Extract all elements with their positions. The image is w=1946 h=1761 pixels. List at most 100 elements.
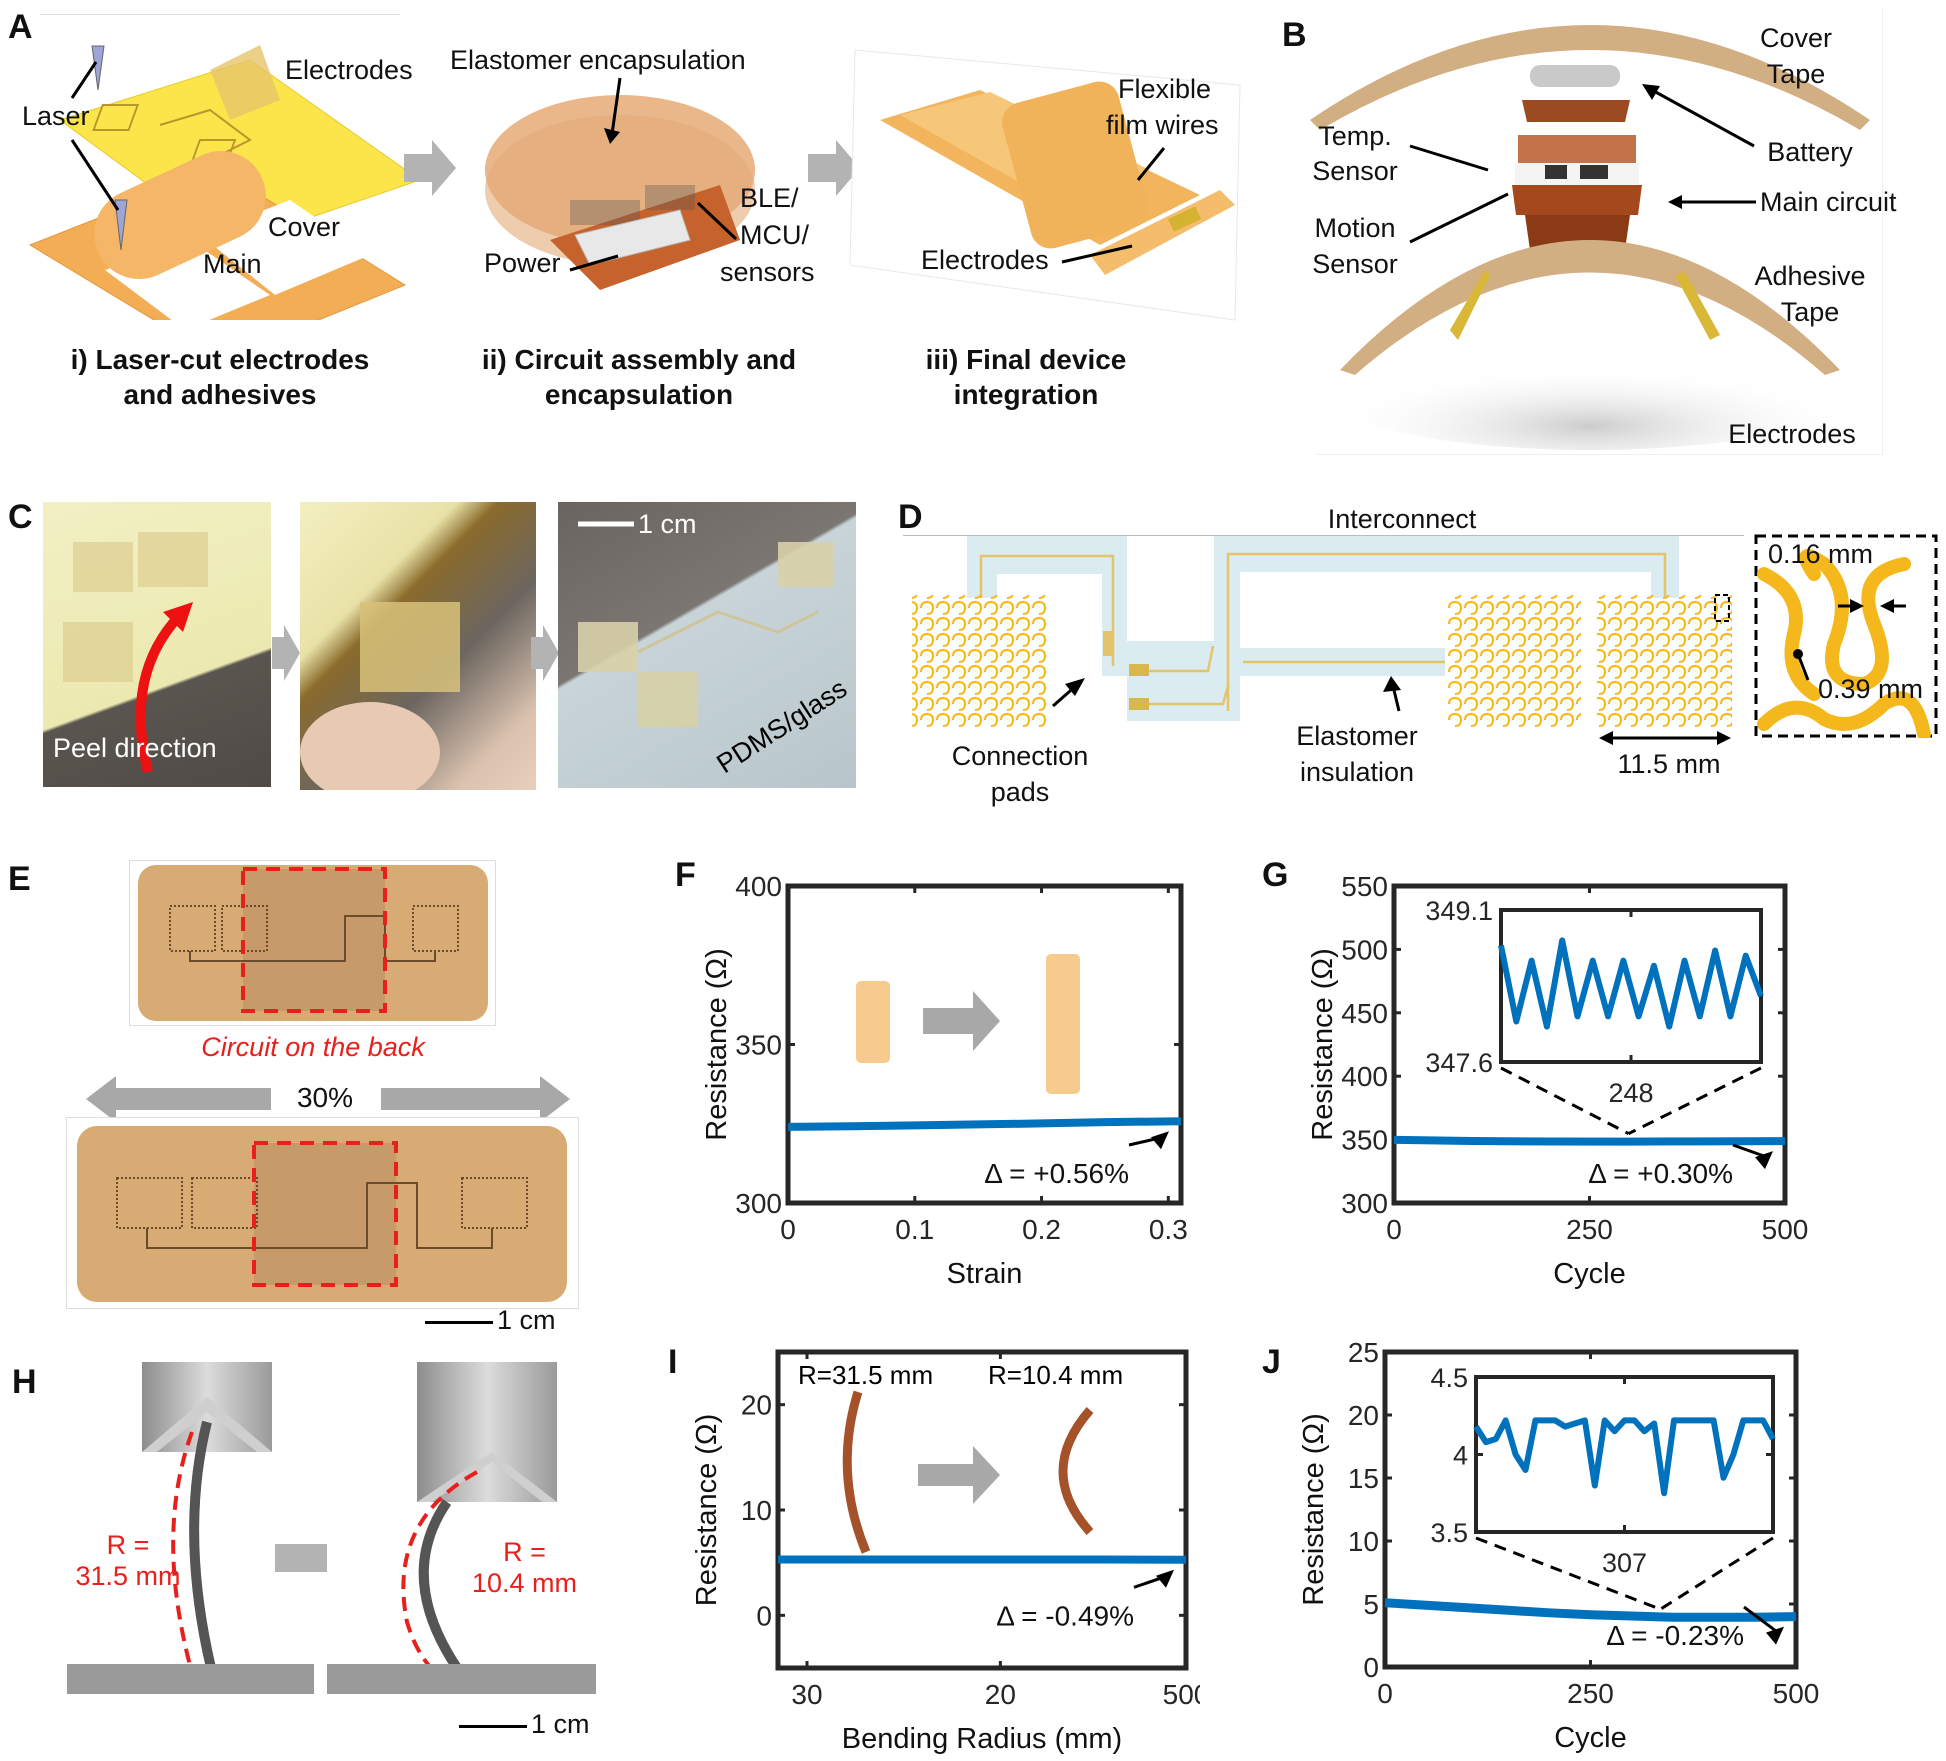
inset-x-tick-label: 248	[1608, 1078, 1653, 1108]
data-series-line	[1393, 1135, 1786, 1146]
circuit-region-box	[252, 1141, 398, 1287]
main-circuit	[1512, 185, 1642, 215]
label-cover: Cover	[268, 212, 341, 242]
y-tick-label: 350	[1341, 1125, 1388, 1156]
inset-y-tick-label: 349.1	[1425, 896, 1493, 926]
chart-i-bending: R=31.5 mmR=10.4 mm010203020500Bending Ra…	[691, 1349, 1200, 1755]
peel-arrow-icon	[135, 608, 187, 774]
arrow	[70, 61, 98, 99]
step-1-caption: i) Laser-cut electrodes and adhesives	[71, 342, 370, 412]
exploded-view-illustration	[1310, 25, 1870, 450]
panel-label-a: A	[8, 8, 33, 46]
circuit-layout-diagram	[912, 536, 1732, 745]
y-tick-label: 500	[1341, 934, 1388, 965]
label-adhesive-tape-1: Adhesive	[1754, 261, 1866, 291]
x-tick-label: 500	[1163, 1679, 1200, 1710]
electrode-peel	[210, 45, 280, 120]
label-scale-e: 1 cm	[497, 1305, 556, 1335]
panel-label-i: I	[668, 1343, 678, 1381]
cover-tape	[1310, 25, 1870, 130]
panel-label-b: B	[1282, 16, 1307, 54]
x-axis-label: Strain	[947, 1258, 1023, 1290]
label-motion-sensor-1: Motion	[1314, 213, 1396, 243]
connection-pad	[1129, 698, 1149, 710]
stretched-bar-icon	[1046, 954, 1080, 1094]
circuit-assembly-illustration	[485, 95, 755, 290]
x-tick-label: 250	[1567, 1678, 1614, 1709]
inset-y-tick-label: 347.6	[1425, 1048, 1493, 1078]
step-3-caption: iii) Final device integration	[926, 342, 1127, 412]
transfer-photo	[300, 502, 536, 790]
label-strain-30: 30%	[296, 1082, 354, 1113]
process-arrow-icon	[272, 625, 300, 686]
label-electrodes: Electrodes	[285, 55, 413, 85]
process-arrow-icon	[531, 625, 559, 686]
inset-y-tick-label: 4	[1453, 1441, 1468, 1471]
label-temp-sensor-1: Temp.	[1318, 121, 1392, 151]
annotation-arrowhead	[1755, 1151, 1773, 1170]
scale-bar	[425, 1321, 493, 1324]
y-tick-label: 10	[741, 1495, 772, 1526]
y-tick-label: 20	[1348, 1400, 1379, 1431]
label-main-circuit: Main circuit	[1760, 187, 1897, 217]
connection-pad	[1129, 664, 1149, 676]
stretched-photo	[66, 1117, 579, 1309]
connection-pad	[1103, 631, 1112, 656]
label-temp-sensor-2: Sensor	[1312, 156, 1398, 186]
caption-line: encapsulation	[544, 379, 734, 410]
label-trace-width: 0.16 mm	[1768, 539, 1874, 569]
annotation-arrowhead	[1766, 1626, 1784, 1645]
caption-line: iii) Final device	[925, 344, 1127, 375]
label-ble: BLE/	[740, 183, 799, 213]
zoom-guide-line	[1627, 1066, 1762, 1135]
label-elastomer-insulation-2: insulation	[1299, 757, 1415, 787]
label-cover-tape-1: Cover	[1759, 23, 1833, 53]
small-radius-arc-icon	[1058, 1407, 1094, 1536]
label-connection-pads-2: pads	[990, 777, 1050, 807]
x-axis-label: Cycle	[1554, 1722, 1627, 1754]
x-tick-label: 0.2	[1022, 1214, 1061, 1245]
step-2-caption: ii) Circuit assembly and encapsulation	[482, 342, 796, 412]
y-tick-label: 550	[1341, 871, 1388, 902]
circuit-region-box	[241, 867, 387, 1013]
delta-annotation: Δ = -0.49%	[996, 1600, 1134, 1631]
inset-y-tick-label: 3.5	[1430, 1518, 1468, 1548]
label-motion-sensor-2: Sensor	[1312, 249, 1398, 279]
unstretched-photo	[129, 860, 496, 1026]
x-axis-label: Bending Radius (mm)	[842, 1723, 1122, 1755]
y-axis-label: Resistance (Ω)	[701, 948, 733, 1141]
electrode-mesh	[912, 595, 1047, 727]
y-tick-label: 25	[1348, 1337, 1379, 1368]
device-cover	[1002, 81, 1148, 249]
battery	[1530, 65, 1620, 87]
panel-label-f: F	[675, 856, 696, 894]
electrode-mesh	[1597, 595, 1732, 727]
label-sensors: sensors	[720, 257, 815, 287]
panel-b-frame	[1316, 8, 1883, 455]
radius-label-1: R=31.5 mm	[798, 1360, 933, 1390]
y-tick-label: 350	[735, 1030, 782, 1061]
annotation-arrowhead	[1156, 1569, 1174, 1588]
x-tick-label: 0	[780, 1214, 796, 1245]
delta-annotation: Δ = +0.30%	[1588, 1158, 1733, 1189]
label-electrodes-b: Electrodes	[1728, 419, 1856, 449]
radius-label-line: 10.4 mm	[471, 1568, 578, 1598]
battery	[574, 209, 691, 266]
laser-tip-icon	[91, 45, 105, 91]
x-tick-label: 20	[985, 1679, 1016, 1710]
inset-y-tick-label: 4.5	[1430, 1363, 1468, 1393]
panel-label-j: J	[1262, 1343, 1281, 1381]
label-interconnect: Interconnect	[1327, 504, 1477, 534]
battery-pcb	[1522, 100, 1630, 122]
bend-arrow-icon	[918, 1446, 1000, 1504]
y-tick-label: 5	[1363, 1589, 1379, 1620]
label-radius-1: R = 31.5 mm	[73, 1530, 183, 1592]
radius-label-2: R=10.4 mm	[988, 1360, 1123, 1390]
delta-annotation: Δ = -0.23%	[1606, 1620, 1744, 1651]
radius-label-line: R =	[503, 1537, 546, 1567]
y-tick-label: 20	[741, 1390, 772, 1421]
data-series-line	[1384, 1598, 1797, 1622]
label-scale-h: 1 cm	[531, 1709, 590, 1739]
y-tick-label: 0	[1363, 1652, 1379, 1683]
radius-label-line: R =	[106, 1530, 150, 1560]
